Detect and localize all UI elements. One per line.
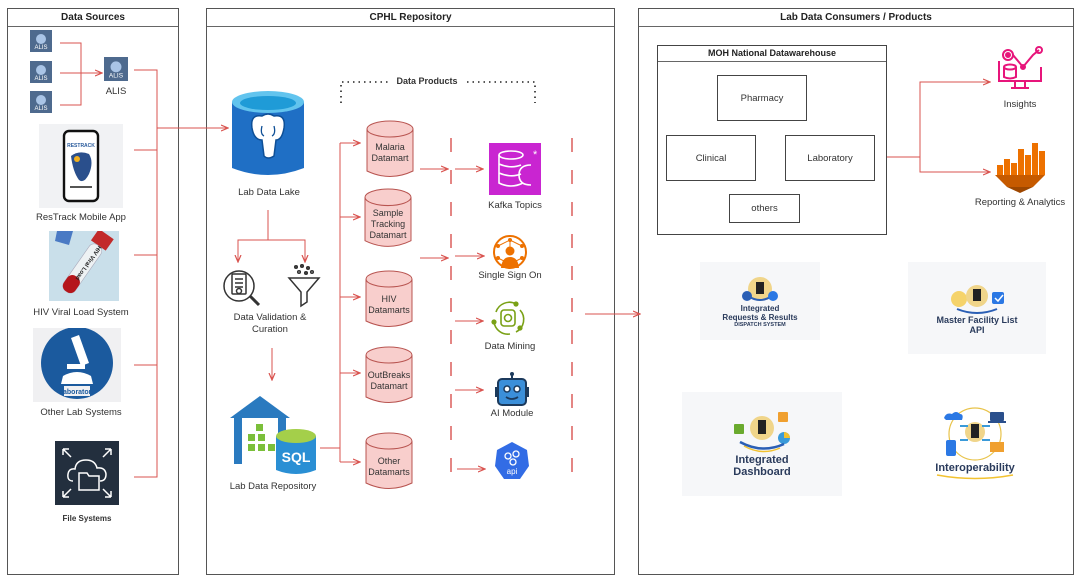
file-systems-label: File Systems — [62, 514, 112, 523]
svg-text:Laboratory: Laboratory — [59, 389, 96, 396]
alis-source-icon-3: ALIS — [30, 91, 52, 113]
alis-aggregate-label: ALIS — [105, 86, 127, 97]
svg-text:SQL: SQL — [282, 449, 311, 465]
insights-label: Insights — [1003, 99, 1037, 110]
restrack-label: ResTrack Mobile App — [36, 212, 126, 223]
logo-title: Integrated — [740, 304, 780, 313]
kafka-database-icon: * — [489, 143, 541, 195]
svg-text:ALIS: ALIS — [109, 73, 124, 80]
svg-text:ALIS: ALIS — [34, 45, 47, 51]
sql-warehouse-icon: SQL — [230, 394, 322, 476]
datamart-label: Other — [377, 456, 401, 466]
hiv-viral-load-label: HIV Viral Load System — [33, 307, 129, 318]
ai-module-label: AI Module — [490, 408, 534, 419]
lab-data-consumers-title: Lab Data Consumers / Products — [639, 9, 1073, 27]
master-facility-list-api-logo[interactable]: Master Facility List API — [908, 262, 1046, 354]
coat-of-arms-icon — [742, 277, 778, 301]
datamart-label: HIV — [381, 294, 397, 304]
datamart-label: OutBreaks — [367, 370, 411, 380]
insights-icon — [995, 45, 1045, 95]
lab-data-repository-label: Lab Data Repository — [229, 481, 317, 492]
blood-tube-icon: HIV Viral Load — [49, 228, 119, 301]
datamart-label: Sample — [372, 208, 404, 218]
data-sources-title: Data Sources — [8, 9, 178, 27]
coat-of-arms-icon — [944, 407, 1006, 461]
moh-warehouse-title: MOH National Datawarehouse — [658, 46, 886, 62]
svg-text:ALIS: ALIS — [34, 106, 47, 112]
robot-icon — [495, 371, 529, 407]
logo-title: Integrated — [735, 454, 789, 466]
warehouse-others[interactable]: others — [729, 194, 800, 223]
postgres-data-lake-icon — [232, 90, 304, 180]
document-search-icon — [222, 266, 264, 308]
kafka-topics-label: Kafka Topics — [488, 200, 542, 211]
warehouse-clinical[interactable]: Clinical — [666, 135, 756, 181]
data-validation-label-line2: Curation — [252, 324, 288, 335]
coat-of-arms-icon — [951, 285, 1004, 314]
data-mining-label: Data Mining — [484, 341, 536, 352]
integrated-requests-results-logo[interactable]: Integrated Requests & Results DISPATCH S… — [700, 262, 820, 340]
api-icon[interactable]: api — [494, 441, 530, 483]
data-validation-label-line1: Data Validation & — [233, 312, 307, 323]
alis-aggregate-icon: ALIS — [104, 57, 128, 81]
warehouse-laboratory[interactable]: Laboratory — [785, 135, 875, 181]
warehouse-pharmacy[interactable]: Pharmacy — [717, 75, 807, 121]
alis-source-icon-2: ALIS — [30, 61, 52, 83]
logo-title: Master Facility List — [936, 315, 1018, 325]
other-lab-systems-label: Other Lab Systems — [40, 407, 122, 418]
cloud-folder-icon — [55, 441, 119, 505]
data-products-title: Data Products — [396, 76, 458, 86]
integrated-dashboard-logo[interactable]: Integrated Dashboard — [682, 392, 842, 496]
data-mining-icon — [490, 300, 526, 336]
interoperability-logo[interactable]: Interoperability — [925, 393, 1025, 493]
svg-text:api: api — [507, 467, 518, 476]
single-sign-on-label: Single Sign On — [478, 270, 542, 281]
alis-source-icon-1: ALIS — [30, 30, 52, 52]
reporting-analytics-icon — [993, 141, 1047, 193]
reporting-analytics-label: Reporting & Analytics — [974, 197, 1066, 208]
coat-of-arms-icon — [734, 412, 790, 453]
logo-title: Interoperability — [935, 462, 1015, 474]
phone-app-icon: RESTRACK — [39, 124, 123, 208]
datamart-label: Malaria — [375, 142, 405, 152]
svg-text:*: * — [533, 149, 538, 161]
svg-text:RESTRACK: RESTRACK — [67, 143, 95, 149]
microscope-icon: Laboratory — [33, 327, 121, 402]
filter-funnel-icon — [286, 263, 322, 308]
single-sign-on-icon — [492, 234, 528, 270]
cphl-repository-title: CPHL Repository — [207, 9, 614, 27]
svg-text:ALIS: ALIS — [34, 76, 47, 82]
swoosh-decoration — [936, 474, 1014, 480]
lab-data-lake-label: Lab Data Lake — [238, 187, 300, 198]
